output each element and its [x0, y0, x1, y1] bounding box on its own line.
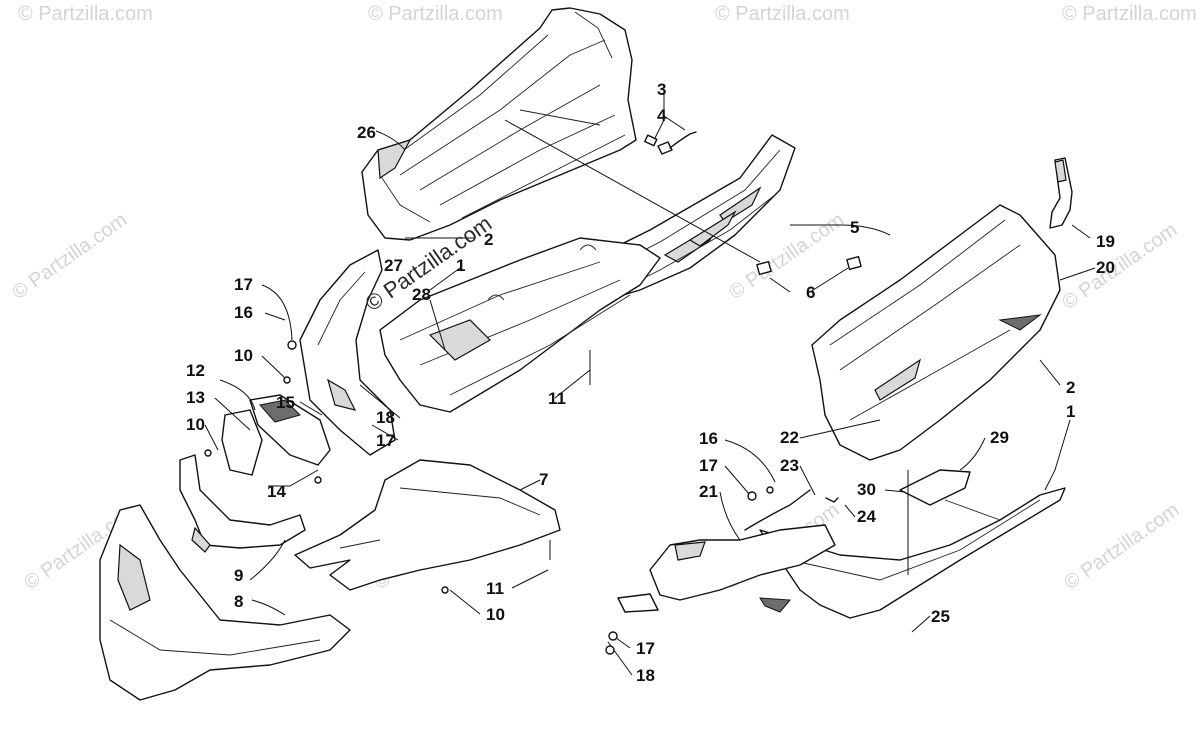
- callout-20: 20: [1096, 258, 1115, 277]
- callout-13: 13: [186, 388, 205, 407]
- part-29-plate: [899, 469, 971, 506]
- callout-17: 17: [636, 639, 655, 658]
- callout-29: 29: [990, 428, 1009, 447]
- callout-18: 18: [636, 666, 655, 685]
- callout-7: 7: [539, 470, 548, 489]
- watermark: © Partzilla.com: [18, 3, 153, 25]
- callout-10: 10: [186, 415, 205, 434]
- callout-30: 30: [857, 480, 876, 499]
- part-20-right-seat: [811, 204, 1061, 461]
- part-23-24-cable: [744, 489, 839, 531]
- watermark: © Partzilla.com: [1060, 499, 1183, 594]
- part-19-strap: [1049, 157, 1073, 229]
- part-26-upper-cover: [361, 7, 637, 241]
- callout-25: 25: [931, 607, 950, 626]
- part-9-bumper-bracket: [179, 454, 306, 553]
- callout-21: 21: [699, 482, 718, 501]
- watermark: © Partzilla.com: [8, 209, 131, 304]
- callout-10: 10: [486, 605, 505, 624]
- callout-11: 11: [486, 579, 504, 598]
- part-12-13-brackets: [221, 394, 331, 476]
- callout-2: 2: [484, 230, 493, 249]
- callout-8: 8: [234, 592, 243, 611]
- callout-9: 9: [234, 566, 243, 585]
- callout-3: 3: [657, 80, 666, 99]
- callout-2: 2: [1066, 378, 1075, 397]
- callout-labels: 26 3 4 2 1 28 27 5 6 19 20 2 1 17 16 10 …: [186, 80, 1115, 685]
- callout-26: 26: [357, 123, 376, 142]
- part-21-bracket: [617, 524, 836, 613]
- callout-24: 24: [857, 507, 876, 526]
- callout-5: 5: [850, 218, 859, 237]
- part-1-lower-tunnel: [759, 487, 1066, 619]
- part-7-floor-plate: [294, 459, 561, 591]
- watermark: © Partzilla.com: [368, 3, 503, 25]
- callout-16: 16: [699, 429, 718, 448]
- callout-27: 27: [384, 256, 403, 275]
- callout-19: 19: [1096, 232, 1115, 251]
- callout-18: 18: [376, 408, 395, 427]
- hardware-dots: [204, 340, 774, 655]
- callout-23: 23: [780, 456, 799, 475]
- part-3-4-fastener: [644, 131, 697, 155]
- callout-17: 17: [376, 431, 395, 450]
- callout-28: 28: [412, 285, 431, 304]
- callout-15: 15: [276, 393, 295, 412]
- callout-11: 11: [548, 389, 566, 408]
- watermark: © Partzilla.com: [1058, 219, 1181, 314]
- callout-17: 17: [234, 275, 253, 294]
- callout-10: 10: [234, 346, 253, 365]
- leader-lines: [204, 90, 1096, 676]
- watermark: © Partzilla.com: [1062, 3, 1197, 25]
- part-8-front-nose: [99, 504, 351, 701]
- callout-1: 1: [456, 256, 465, 275]
- callout-22: 22: [780, 428, 799, 447]
- callout-12: 12: [186, 361, 205, 380]
- part-6-block: [756, 255, 862, 276]
- callout-4: 4: [657, 106, 667, 125]
- callout-17: 17: [699, 456, 718, 475]
- callout-6: 6: [806, 283, 815, 302]
- callout-1: 1: [1066, 402, 1075, 421]
- part-side-panel-left: [299, 249, 396, 456]
- watermark: © Partzilla.com: [715, 3, 850, 25]
- callout-16: 16: [234, 303, 253, 322]
- callout-14: 14: [267, 482, 286, 501]
